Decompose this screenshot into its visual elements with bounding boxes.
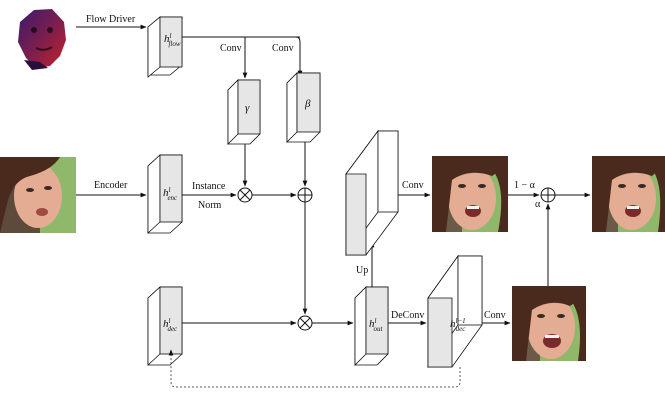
gamma-block: γ	[227, 79, 261, 145]
beta-block: β	[286, 72, 321, 143]
one-minus-alpha-label: 1 − α	[514, 180, 536, 191]
recurrent-feedback-arrow	[168, 349, 461, 388]
multiply-operator-upper	[237, 187, 253, 203]
norm-label: Norm	[198, 200, 222, 211]
upsampled-block	[345, 129, 399, 257]
flow-driver-label: Flow Driver	[86, 14, 136, 25]
alpha-label: α	[535, 199, 541, 210]
input-face-image	[0, 157, 76, 233]
conv-dec-label: Conv	[484, 310, 506, 321]
to-beta-arrow	[295, 36, 303, 77]
final-face-image	[592, 156, 665, 232]
instance-label: Instance	[192, 181, 226, 192]
encoder-label: Encoder	[94, 180, 128, 191]
flow-mesh-image	[18, 9, 66, 70]
generated-face-image	[432, 156, 508, 232]
up-label: Up	[356, 265, 368, 276]
beta-symbol: β	[304, 98, 311, 110]
conv-gamma-label: Conv	[220, 43, 242, 54]
gamma-symbol: γ	[245, 102, 250, 114]
add-operator-upper	[297, 187, 313, 203]
multiply-operator-lower	[297, 315, 313, 331]
decoder-face-image	[512, 286, 586, 361]
add-operator-right	[540, 187, 556, 203]
conv-out-label: Conv	[402, 180, 424, 191]
deconv-label: DeConv	[391, 310, 424, 321]
conv-beta-label: Conv	[272, 43, 294, 54]
